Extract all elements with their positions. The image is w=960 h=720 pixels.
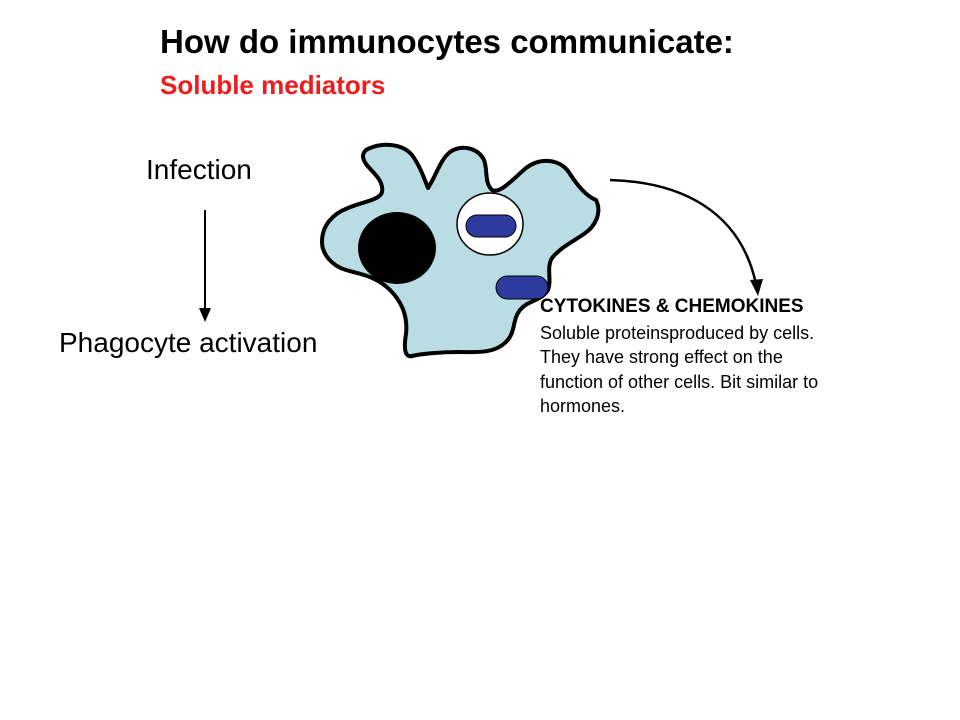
description-line: hormones. (540, 396, 626, 417)
phagocyte-cell-body (320, 142, 601, 359)
infection-label: Infection (146, 154, 252, 185)
page-title: How do immunocytes communicate: (160, 23, 734, 60)
description-line: function of other cells. Bit similar to (540, 371, 819, 392)
description-line: Soluble proteinsproduced by cells. (540, 322, 815, 343)
description-line: They have strong effect on the (540, 347, 783, 368)
cytokines-heading: CYTOKINES & CHEMOKINES (540, 296, 804, 317)
secretion-arrowhead (750, 279, 763, 296)
ingested-granule (465, 214, 517, 238)
secretion-arrow (609, 178, 758, 285)
activation-arrowhead (199, 308, 211, 322)
cytokines-description: Soluble proteinsproduced by cells. They … (540, 321, 940, 419)
page-subtitle: Soluble mediators (160, 70, 386, 100)
nucleus (358, 212, 436, 284)
secreted-granule (495, 275, 549, 300)
phagocyte-activation-label: Phagocyte activation (59, 327, 318, 358)
cytokines-text-block: CYTOKINES & CHEMOKINES Soluble proteinsp… (540, 296, 940, 419)
